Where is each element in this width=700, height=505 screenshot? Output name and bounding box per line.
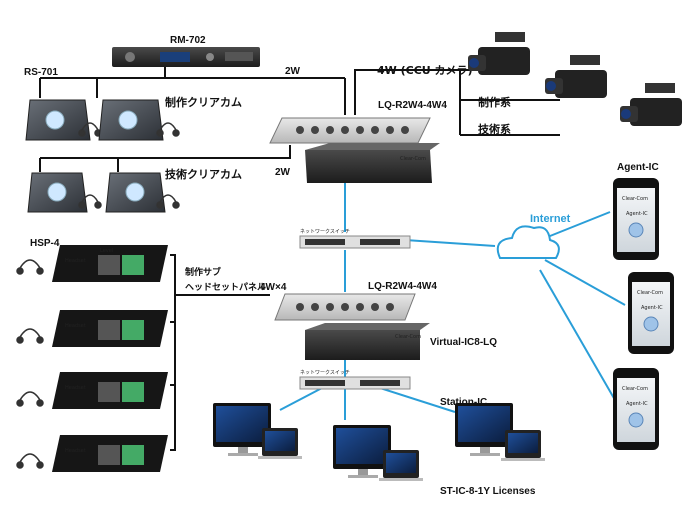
switch-2-label: ネットワークスイッチ [300,370,350,376]
hsp4-panel-4: Headset [52,435,168,472]
camera-3 [620,83,682,126]
panel-text: Headset [65,258,86,264]
panel-text: Headset [65,385,86,391]
phone-3: Clear-Com Agent-IC [613,368,659,450]
headset-icon [156,194,180,209]
camera-2 [545,55,607,98]
headset-icon [156,122,180,137]
rack-unit-top: Clear-Com [305,143,440,183]
hsp4-panel-1: Headset Level [52,245,168,282]
wiring-network [279,183,626,420]
headset-icon [78,194,102,209]
seisaku-clearcom-label: 制作クリアカム [165,95,242,109]
hsp4-panel-2: Headset [52,310,168,347]
beltpack-1 [25,99,91,141]
gijutsukei-label: 技術系 [478,122,511,136]
hsp4-label: HSP-4 [30,238,60,249]
headset-icon [16,453,44,469]
workstation-3 [455,403,545,461]
beltpack-2 [98,99,164,141]
lq-mid-label: LQ-R2W4-4W4 [368,281,437,292]
camera-1 [468,32,530,75]
lq-top-label: LQ-R2W4-4W4 [378,100,447,111]
lq-mid-device [274,293,416,321]
workstation-1 [213,403,302,459]
rm702-label: RM-702 [170,35,206,46]
2w-mid-label: 2W [275,167,291,178]
beltpack-3 [27,172,88,213]
internet-label: Internet [530,213,571,225]
seisakukei-label: 制作系 [478,95,511,109]
phone-brand: Clear-Com [622,386,648,392]
lq-top-device [269,117,431,144]
rm702-device [112,47,260,67]
gijutsu-clearcom-label: 技術クリアカム [165,167,242,181]
phone-app: Agent-IC [626,401,648,407]
cloud-icon [496,225,560,259]
rs701-label: RS-701 [24,67,58,78]
virtual-ic-label: Virtual-IC8-LQ [430,337,497,348]
agent-ic-label: Agent-IC [617,162,659,173]
hsp4-panel-3: Headset [52,372,168,409]
phone-2: Clear-Com Agent-IC [628,272,674,354]
virtual-ic-rack: Clear-Com [305,323,430,360]
network-switch-1 [299,235,411,249]
headset-icon [16,328,44,344]
network-switch-2 [299,376,411,390]
switch-1-label: ネットワークスイッチ [300,229,350,235]
4w-ccu-label: 4W (CCU カメラ) [377,64,473,77]
phone-brand: Clear-Com [622,196,648,202]
headset-icon [16,391,44,407]
station-ic-label: Station-IC [440,397,487,408]
headset-icon [16,259,44,275]
panel-text: Headset [65,323,86,329]
2w-top-label: 2W [285,66,301,77]
rack-brand-label: Clear-Com [400,156,426,162]
seisaku-sub-label-1: 制作サブ [185,266,221,278]
beltpack-4 [105,172,166,213]
phone-app: Agent-IC [626,211,648,217]
phone-app: Agent-IC [641,305,663,311]
phone-brand: Clear-Com [637,290,663,296]
panel-text: Level [100,248,113,254]
rack-brand-label: Clear-Com [395,334,421,340]
licenses-label: ST-IC-8-1Y Licenses [440,486,536,497]
panel-text: Headset [65,448,86,454]
workstation-2 [333,425,423,481]
phone-1: Clear-Com Agent-IC [613,178,659,260]
seisaku-sub-label-2: ヘッドセットパネル [185,281,266,293]
4wx4-label: 4W×4 [260,282,287,293]
